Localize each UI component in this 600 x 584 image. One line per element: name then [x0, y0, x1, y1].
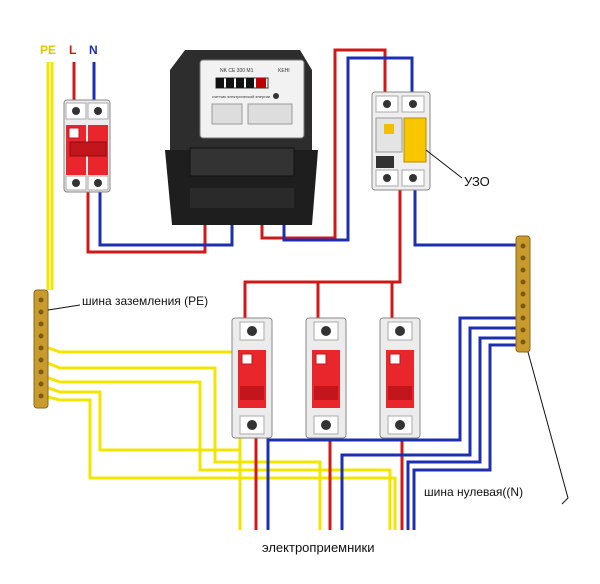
ground-bus-leader — [47, 304, 81, 311]
phase-breaker-to-meter — [86, 190, 207, 254]
neutral-bus — [515, 235, 531, 353]
phase-uzo-to-distribution — [243, 190, 402, 318]
branch-breaker-3 — [379, 317, 421, 439]
pe-label: PE — [40, 43, 56, 57]
pe-wire-2 — [39, 358, 322, 530]
pe-wire-1 — [39, 343, 242, 530]
neutral-breaker-to-meter — [98, 190, 234, 247]
branch-breaker-1 — [231, 317, 273, 439]
branch-breaker-1-toggle — [240, 386, 264, 400]
meter-brand: KEHI — [278, 68, 290, 74]
pe-supply-wire — [46, 62, 54, 290]
neutral-uzo-to-bus — [413, 190, 520, 247]
neutral-bus-leader — [527, 351, 569, 505]
ground-bus-label: шина заземления (PE) — [82, 294, 208, 308]
electricity-meter: NK CE 300 M1 KEHI счетчик электрической … — [165, 50, 318, 225]
rcd-toggle — [403, 117, 427, 163]
pe-wire-3 — [39, 373, 392, 530]
consumers-label: электроприемники — [262, 540, 375, 555]
uzo-leader — [425, 149, 463, 179]
meter-title: счетчик электрической энергии — [212, 94, 270, 99]
rcd-device — [371, 91, 431, 191]
l-label: L — [69, 43, 76, 57]
pe-wires — [39, 62, 397, 530]
meter-model: NK CE 300 M1 — [220, 68, 254, 74]
neutral-wires — [92, 56, 520, 530]
ground-bus — [33, 289, 49, 409]
neutral-bus-label: шина нулевая((N) — [424, 485, 523, 499]
branch-breaker-2 — [305, 317, 347, 439]
uzo-label: УЗО — [464, 174, 490, 189]
branch-breaker-3-toggle — [388, 386, 412, 400]
neutral-wire-3 — [406, 336, 518, 530]
neutral-meter-to-uzo — [282, 56, 414, 242]
neutral-wire-1 — [266, 316, 518, 530]
supply-labels: PE L N — [40, 43, 98, 57]
main-breaker-toggle — [69, 141, 107, 157]
n-label: N — [89, 43, 98, 57]
pe-wire-5 — [39, 393, 397, 530]
pe-wire-4 — [39, 383, 242, 530]
neutral-wire-2 — [340, 326, 518, 530]
branch-breaker-2-toggle — [314, 386, 338, 400]
neutral-wire-4 — [412, 343, 518, 530]
main-breaker — [63, 99, 111, 193]
